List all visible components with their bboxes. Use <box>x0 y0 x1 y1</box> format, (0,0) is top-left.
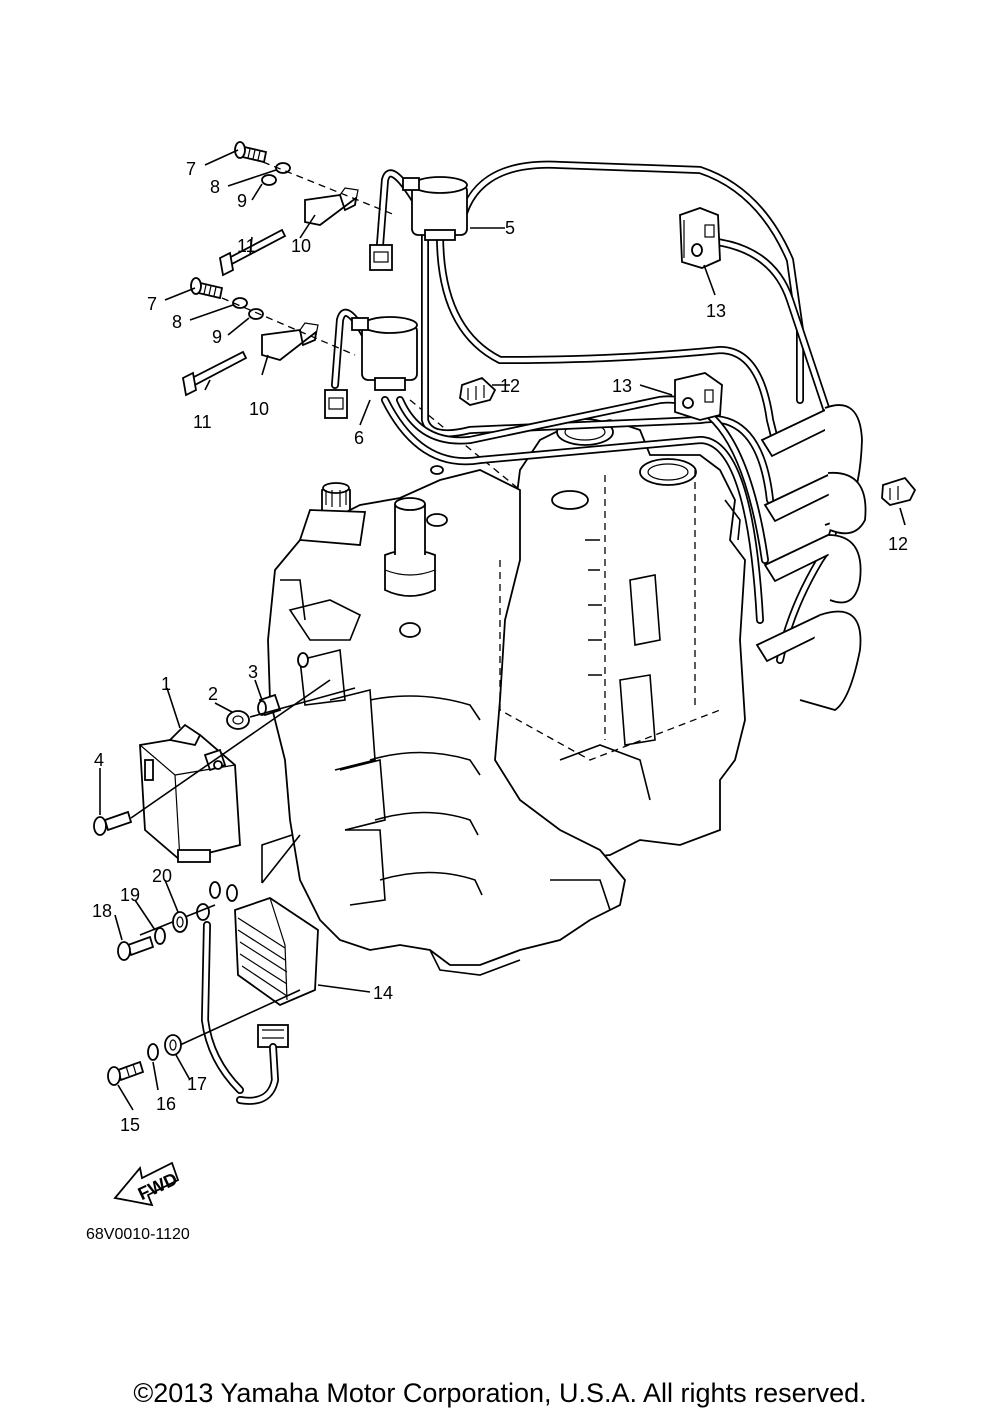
copyright-notice: ©2013 Yamaha Motor Corporation, U.S.A. A… <box>133 1378 867 1408</box>
cdi-unit <box>139 723 241 863</box>
callout-16: 16 <box>156 1094 176 1114</box>
callout-6: 6 <box>354 428 364 448</box>
callout-1: 1 <box>161 674 171 694</box>
lead-clip-12-right <box>881 476 917 506</box>
callout-14: 14 <box>373 983 393 1003</box>
ground-lead <box>196 903 244 1094</box>
callout-11a: 11 <box>237 236 256 256</box>
bolt-18 <box>117 935 155 961</box>
engine-block <box>267 399 746 976</box>
regulator-mount-line-a <box>261 834 293 883</box>
callout-20: 20 <box>152 866 172 886</box>
ignition-coil-6 <box>324 308 418 419</box>
fwd-arrow: FWD <box>113 1161 180 1207</box>
leader-lines <box>99 149 906 1111</box>
bolt-4 <box>93 810 133 836</box>
callout-10b: 10 <box>249 399 269 419</box>
callout-9b: 9 <box>212 327 222 347</box>
grommet-2 <box>226 710 250 730</box>
rectifier-regulator <box>234 897 319 1105</box>
callout-7b: 7 <box>147 294 157 314</box>
coil-mounting-hardware-upper <box>218 141 396 277</box>
callout-labels: 7 8 9 11 10 5 13 7 8 9 12 13 10 11 6 12 … <box>92 159 908 1135</box>
drawing-code: 68V0010-1120 <box>86 1226 190 1243</box>
cdi-mount-line <box>130 679 331 819</box>
callout-18: 18 <box>92 901 112 921</box>
washers-lower <box>147 1034 182 1061</box>
callout-19: 19 <box>120 885 140 905</box>
callout-7a: 7 <box>186 159 196 179</box>
bolt-15 <box>107 1060 145 1086</box>
callout-11b: 11 <box>193 412 212 432</box>
regulator-mount-line-b <box>261 834 301 884</box>
callout-8b: 8 <box>172 312 182 332</box>
callout-13b: 13 <box>612 376 632 396</box>
callout-10a: 10 <box>291 236 311 256</box>
callout-12b: 12 <box>888 534 908 554</box>
callout-17: 17 <box>187 1074 207 1094</box>
coil-mounting-hardware-lower <box>181 277 356 397</box>
grommet-mount-line <box>249 687 356 718</box>
washers-upper <box>154 881 238 945</box>
callout-15: 15 <box>120 1115 140 1135</box>
lead-holder-13-upper <box>679 207 721 269</box>
callout-2: 2 <box>208 684 218 704</box>
callout-9a: 9 <box>237 191 247 211</box>
ignition-coil-5 <box>369 169 468 271</box>
lead-clip-12-center <box>459 376 497 406</box>
regulator-bolt-line <box>179 989 301 1046</box>
callout-4: 4 <box>94 750 104 770</box>
callout-3: 3 <box>248 662 258 682</box>
callout-5: 5 <box>505 218 515 238</box>
callout-13a: 13 <box>706 301 726 321</box>
callout-12a: 12 <box>500 376 520 396</box>
callout-8a: 8 <box>210 177 220 197</box>
lead-holder-13-lower <box>674 372 723 421</box>
